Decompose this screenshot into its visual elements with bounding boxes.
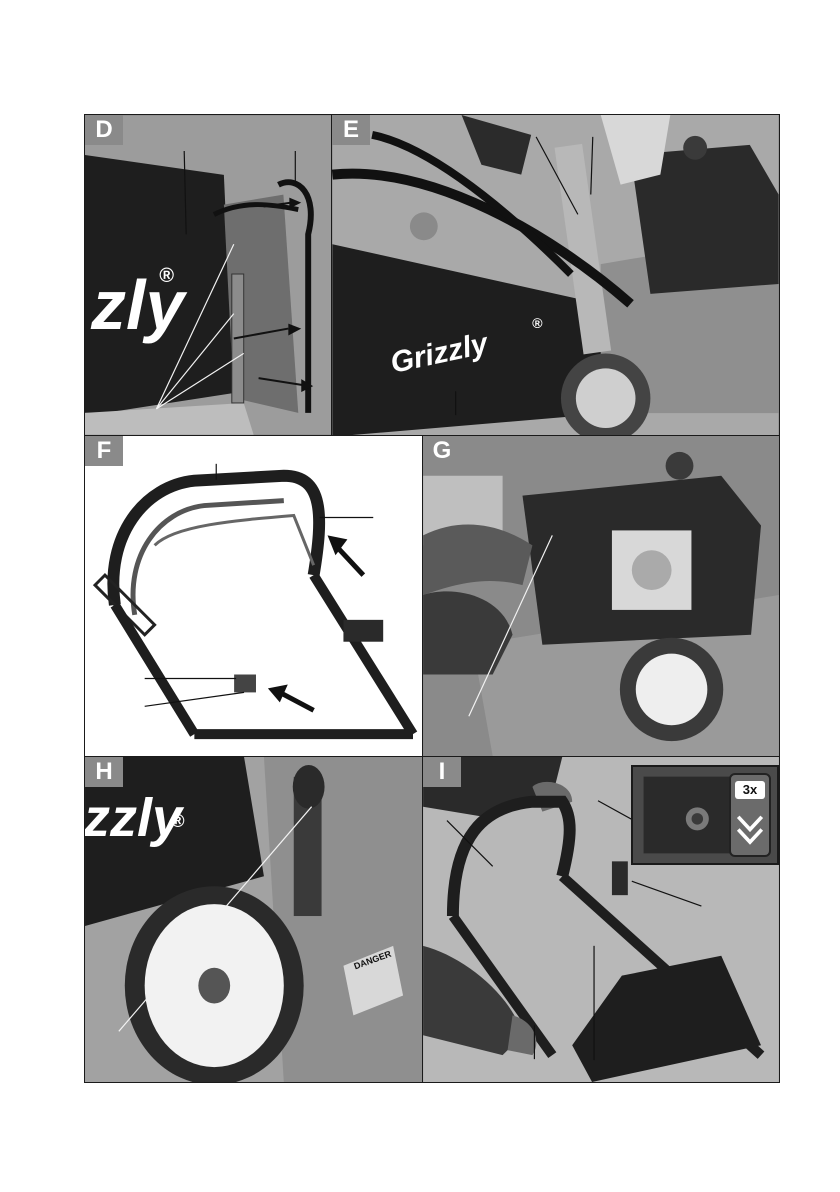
knob-icon <box>410 212 438 240</box>
panel-f: F <box>84 435 423 757</box>
primer-inset: 3x <box>631 765 779 865</box>
panel-h-label: H <box>85 757 123 787</box>
panel-g-illustration <box>423 436 779 756</box>
throttle-lever <box>612 861 628 895</box>
throttle-lever <box>343 620 383 642</box>
panel-d-label: D <box>85 115 123 145</box>
panel-e: E Grizzly ® <box>331 114 780 436</box>
panel-d-illustration <box>85 115 331 435</box>
panel-i-label: I <box>423 757 461 787</box>
panel-g-label: G <box>423 436 461 466</box>
panel-f-illustration <box>85 436 422 756</box>
panel-i: I 3x <box>422 756 780 1083</box>
panel-h: H zzly ® DANGER <box>84 756 423 1083</box>
press-count-badge: 3x <box>729 773 771 857</box>
panel-e-illustration <box>332 115 779 435</box>
panel-e-label: E <box>332 115 370 145</box>
panel-d: D zly ® <box>84 114 332 436</box>
panel-f-label: F <box>85 436 123 466</box>
panel-h-illustration <box>85 757 422 1082</box>
panel-g: G <box>422 435 780 757</box>
cable-clip <box>234 675 256 693</box>
chevron-down-icon <box>731 775 769 855</box>
